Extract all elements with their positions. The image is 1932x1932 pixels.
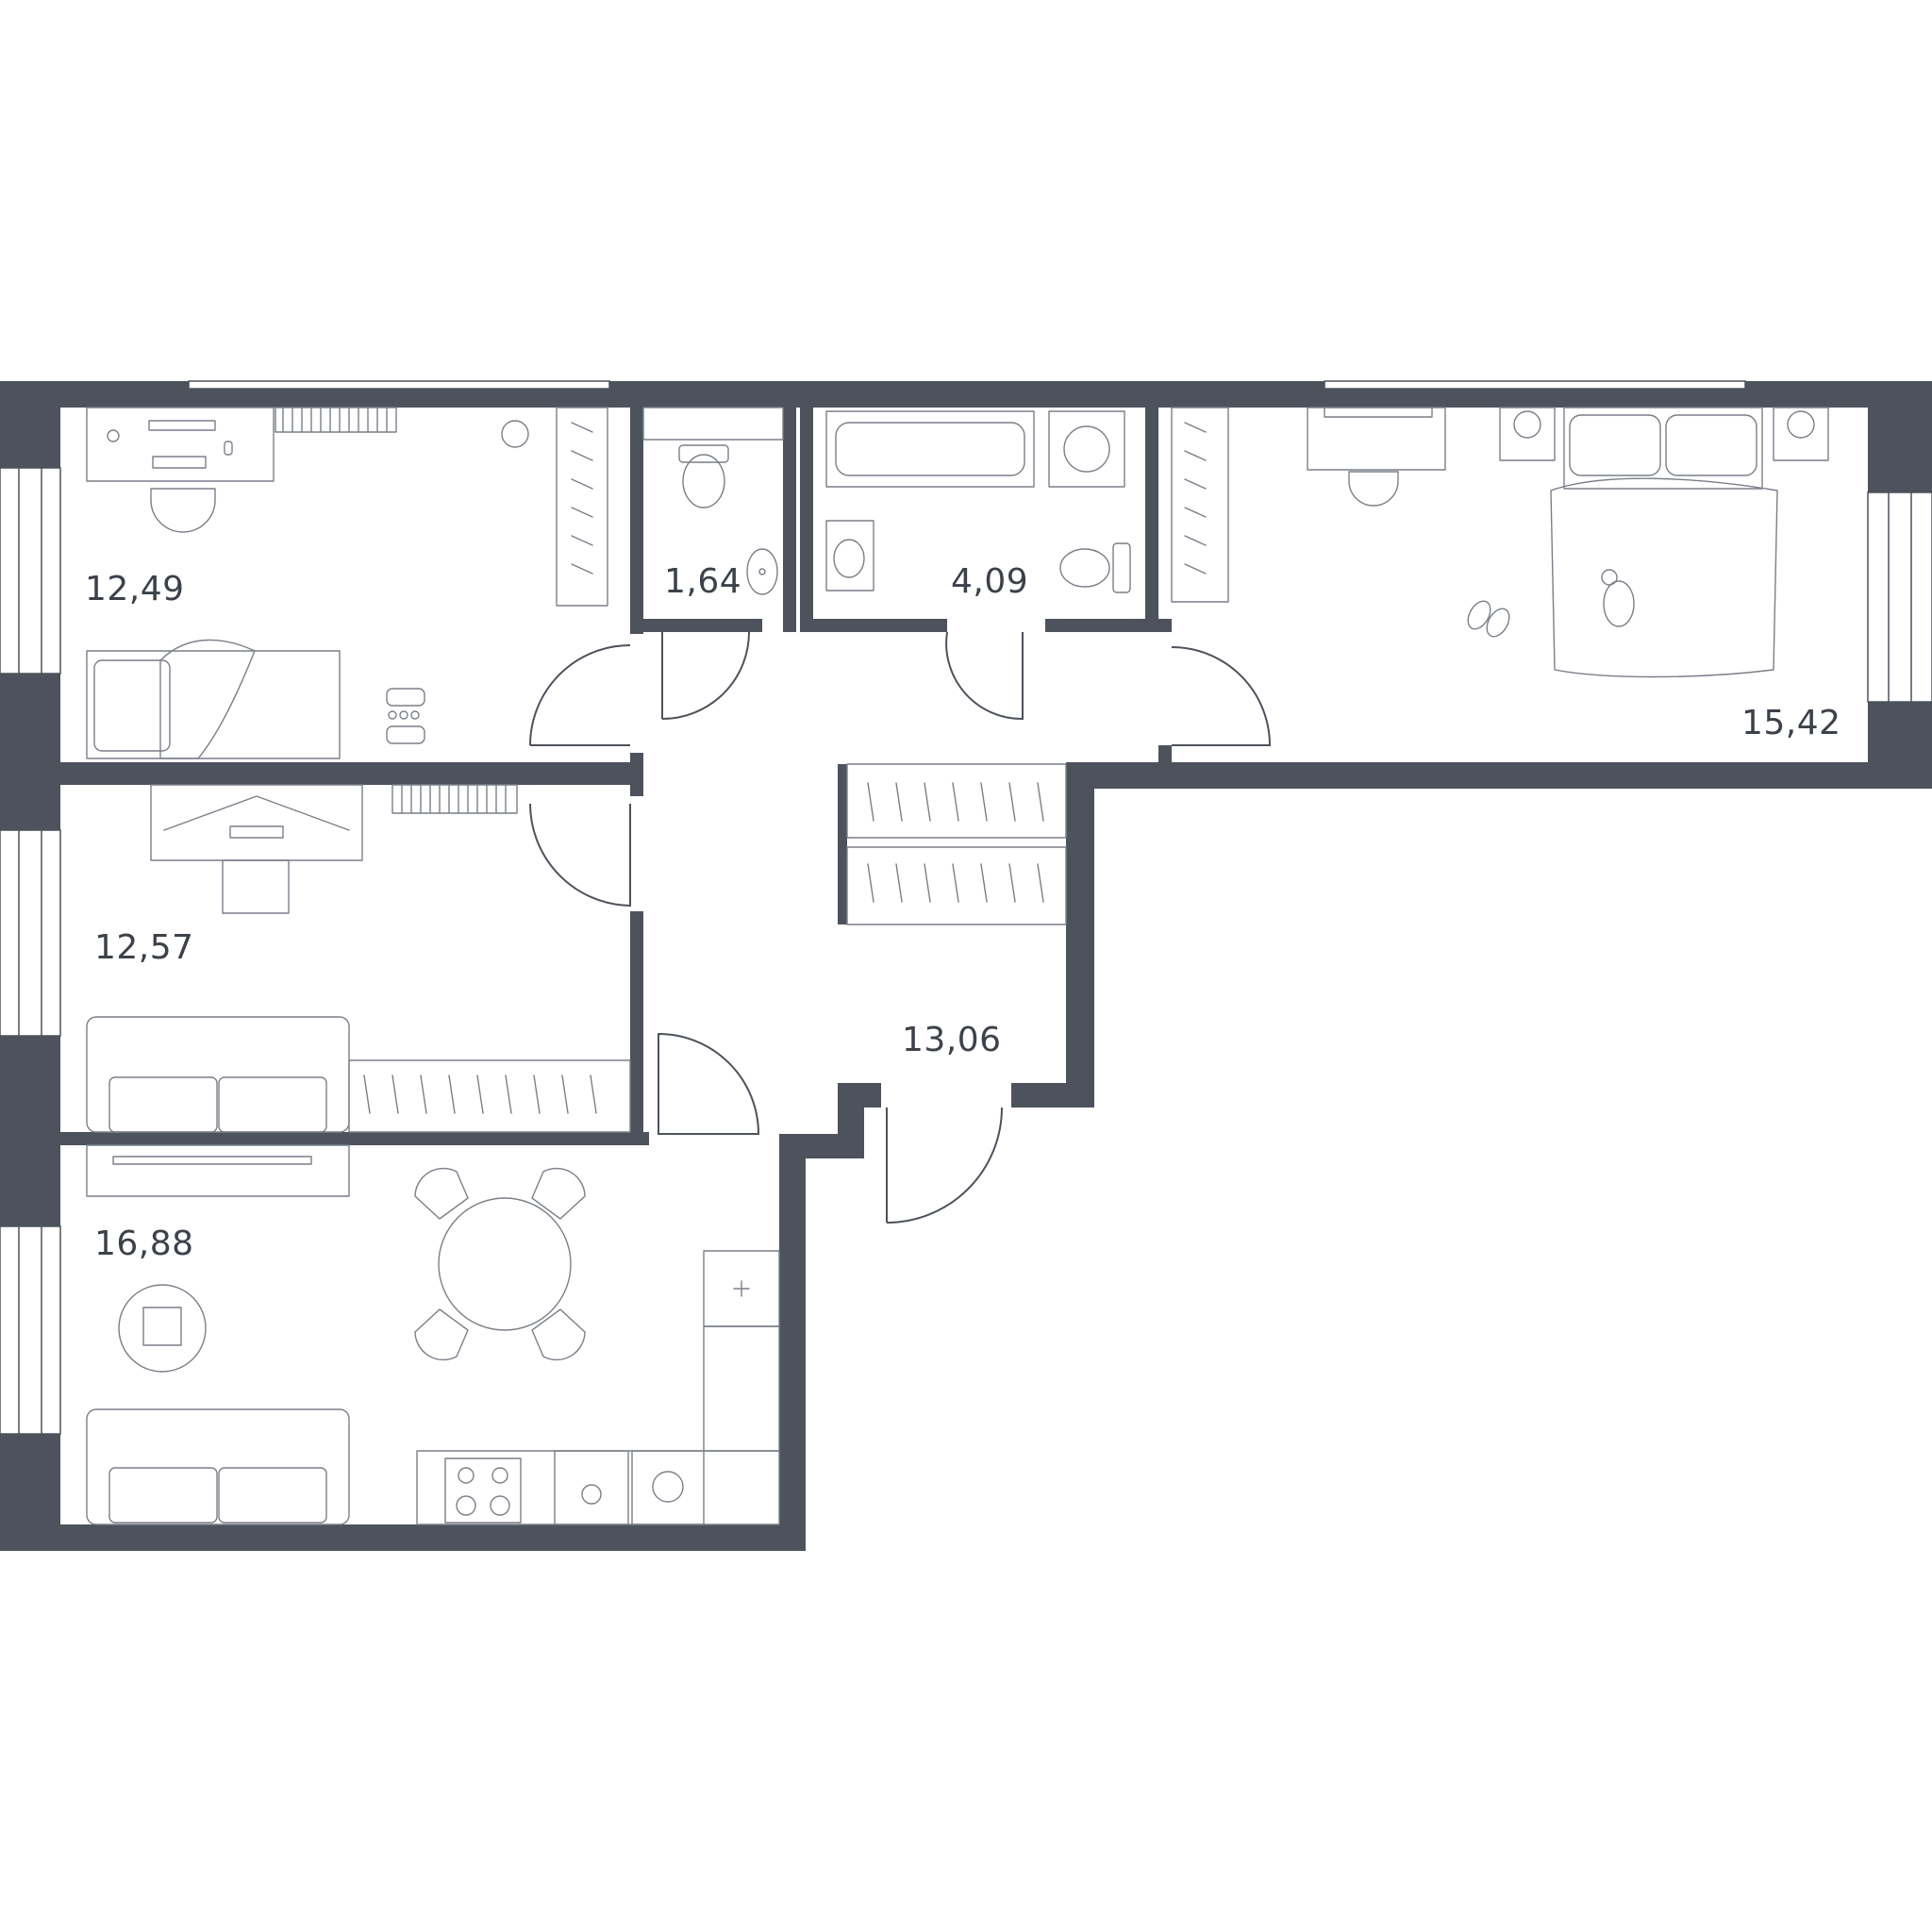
radiator-icon bbox=[391, 784, 518, 814]
toilet-icon bbox=[678, 444, 729, 508]
sofa-icon bbox=[86, 1016, 350, 1133]
fridge-icon bbox=[703, 1250, 780, 1327]
washing-machine-icon bbox=[1048, 410, 1125, 488]
room-area-bedroom-2: 15,42 bbox=[1741, 704, 1841, 742]
bathroom-furniture bbox=[825, 410, 1131, 593]
area-labels: 12,49 1,64 4,09 15,42 12,57 13,06 16,88 bbox=[85, 562, 1841, 1263]
bed-icon bbox=[86, 639, 341, 759]
chair-icon bbox=[414, 1167, 586, 1361]
dining-table-icon bbox=[438, 1197, 572, 1331]
office-chair-icon bbox=[150, 488, 216, 533]
ball-icon bbox=[501, 420, 529, 448]
office-chair-icon bbox=[222, 859, 290, 914]
wardrobe-icon bbox=[556, 407, 608, 607]
keyboard-icon bbox=[152, 456, 207, 469]
room-area-bedroom-3: 12,57 bbox=[94, 928, 194, 967]
cat-icon bbox=[1601, 569, 1635, 627]
desk-icon bbox=[86, 407, 275, 482]
bedroom-3-furniture bbox=[86, 784, 631, 1133]
sink-icon bbox=[746, 548, 778, 595]
room-area-kitchen-living: 16,88 bbox=[94, 1224, 194, 1263]
sink-icon bbox=[825, 520, 874, 591]
radiator-icon bbox=[275, 407, 397, 433]
hallway-wardrobe bbox=[846, 763, 1067, 925]
coffee-table-icon bbox=[118, 1284, 207, 1373]
room-area-hallway: 13,06 bbox=[902, 1021, 1002, 1059]
tv-icon bbox=[86, 1144, 350, 1197]
room-area-bathroom: 4,09 bbox=[951, 562, 1028, 601]
bathtub-icon bbox=[825, 410, 1035, 488]
kitchen-sink-icon bbox=[554, 1450, 629, 1525]
walls bbox=[0, 381, 1932, 1551]
sofa-icon bbox=[86, 1408, 350, 1525]
monitor-icon bbox=[148, 420, 216, 431]
room-area-wc: 1,64 bbox=[664, 562, 741, 601]
kitchen-furniture bbox=[86, 1144, 780, 1525]
oven-icon bbox=[631, 1450, 705, 1525]
desk-icon bbox=[150, 784, 363, 861]
office-chair-icon bbox=[1348, 471, 1399, 507]
room-area-bedroom-1: 12,49 bbox=[85, 570, 185, 608]
slippers-icon bbox=[1467, 600, 1510, 638]
bedroom-2-furniture bbox=[1171, 407, 1829, 678]
keyboard-icon bbox=[229, 825, 284, 839]
doors bbox=[529, 631, 1272, 1224]
wardrobe-icon bbox=[1171, 407, 1229, 603]
windows bbox=[0, 380, 1932, 1435]
stove-icon bbox=[444, 1457, 522, 1524]
wardrobe-icon bbox=[348, 1059, 631, 1133]
bedroom-1-furniture bbox=[86, 407, 608, 759]
rollerblades-icon bbox=[386, 688, 425, 744]
wc-furniture bbox=[642, 407, 784, 595]
toilet-icon bbox=[1059, 542, 1131, 593]
bed-icon bbox=[1550, 407, 1778, 678]
fan-icon bbox=[1499, 407, 1829, 461]
